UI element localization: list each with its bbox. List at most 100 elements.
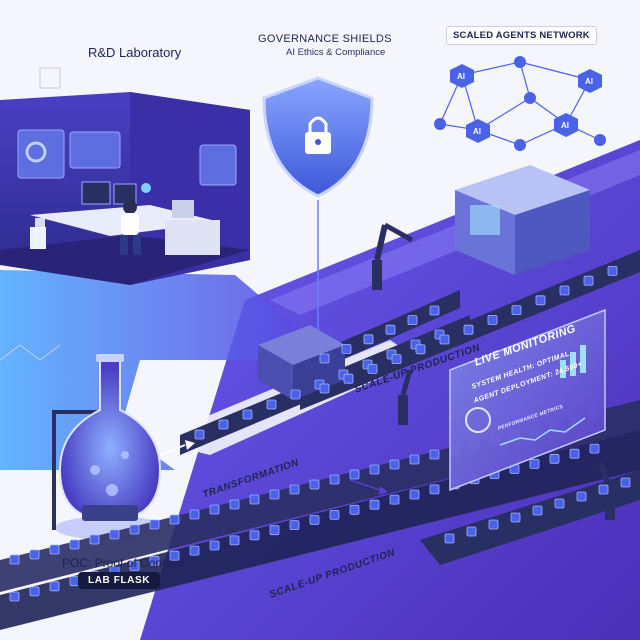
- product-cube: [319, 383, 330, 394]
- product-cube: [349, 504, 360, 515]
- product-cube: [269, 525, 280, 536]
- product-cube: [249, 494, 260, 505]
- product-cube: [218, 419, 229, 430]
- lab-flask: [52, 354, 165, 540]
- product-cube: [329, 509, 340, 520]
- product-cube: [290, 389, 301, 400]
- product-cube: [229, 535, 240, 546]
- product-cube: [343, 373, 354, 384]
- product-cube: [569, 448, 580, 459]
- product-cube: [109, 529, 120, 540]
- product-cube: [466, 526, 477, 537]
- product-cube: [620, 477, 631, 488]
- product-cube: [367, 363, 378, 374]
- product-cube: [149, 555, 160, 566]
- product-cube: [389, 494, 400, 505]
- product-cube: [510, 512, 521, 523]
- network-node-label: AI: [561, 121, 569, 130]
- product-cube: [429, 305, 440, 316]
- product-cube: [209, 540, 220, 551]
- product-cube: [29, 549, 40, 560]
- product-cube: [488, 519, 499, 530]
- network-node-label: AI: [457, 72, 465, 81]
- product-cube: [169, 514, 180, 525]
- product-cube: [407, 315, 418, 326]
- product-cube: [535, 295, 546, 306]
- product-cube: [189, 545, 200, 556]
- product-cube: [598, 484, 609, 495]
- product-cube: [369, 464, 380, 475]
- factory-machine: [455, 165, 590, 275]
- product-cube: [149, 519, 160, 530]
- product-cube: [269, 489, 280, 500]
- rd-laboratory-room: [0, 92, 250, 285]
- product-cube: [129, 524, 140, 535]
- network-node-label: AI: [473, 127, 481, 136]
- product-cube: [439, 334, 450, 345]
- product-cube: [242, 409, 253, 420]
- product-cube: [576, 491, 587, 502]
- product-cube: [49, 544, 60, 555]
- agent-network: AI AI AI AI: [434, 56, 606, 151]
- product-cube: [309, 515, 320, 525]
- product-cube: [511, 305, 522, 316]
- product-cube: [209, 504, 220, 515]
- product-cube: [194, 429, 205, 440]
- product-cube: [415, 344, 426, 355]
- governance-title: GOVERNANCE SHIELDS: [258, 33, 392, 45]
- product-cube: [249, 530, 260, 541]
- product-cube: [369, 499, 380, 510]
- product-cube: [409, 489, 420, 500]
- product-cube: [266, 399, 277, 410]
- product-cube: [554, 498, 565, 509]
- product-cube: [429, 449, 440, 460]
- flow-arrows: [0, 67, 388, 495]
- product-cube: [89, 534, 100, 545]
- poc-label: POC: Proof of Concept: [62, 556, 185, 570]
- product-cube: [309, 479, 320, 490]
- network-node-label: AI: [585, 77, 593, 86]
- product-cube: [391, 354, 402, 365]
- product-cube: [559, 285, 570, 296]
- product-cube: [532, 505, 543, 516]
- product-cube: [9, 554, 20, 565]
- product-cube: [289, 484, 300, 495]
- product-cube: [129, 561, 140, 571]
- product-cube: [409, 454, 420, 465]
- product-cube: [349, 469, 360, 480]
- product-cube: [549, 453, 560, 464]
- product-cube: [583, 275, 594, 286]
- live-monitoring-panel: [449, 308, 606, 492]
- rd-lab-label: R&D Laboratory: [88, 45, 182, 60]
- product-cube: [363, 334, 374, 345]
- governance-subtitle: AI Ethics & Compliance: [286, 47, 386, 58]
- product-cube: [529, 458, 540, 469]
- product-cube: [319, 353, 330, 364]
- product-cube: [463, 324, 474, 335]
- product-cube: [69, 539, 80, 550]
- product-cube: [487, 314, 498, 325]
- product-cube: [289, 520, 300, 530]
- product-cube: [389, 459, 400, 470]
- product-cube: [444, 533, 455, 544]
- product-cube: [229, 499, 240, 510]
- product-cube: [589, 443, 600, 454]
- product-cube: [429, 484, 440, 495]
- robot-arm: [372, 222, 615, 520]
- product-cube: [341, 343, 352, 354]
- scanner-station: [258, 325, 345, 400]
- product-cube: [189, 509, 200, 520]
- governance-shield: [262, 76, 374, 330]
- network-label: SCALED AGENTS NETWORK: [446, 26, 597, 45]
- product-cube: [385, 324, 396, 335]
- product-cube: [9, 591, 20, 602]
- product-cube: [329, 474, 340, 485]
- product-cube: [29, 586, 40, 597]
- product-cube: [49, 581, 60, 592]
- lab-flask-badge: LAB FLASK: [78, 572, 161, 589]
- flow-path: [0, 270, 300, 470]
- product-cube: [169, 550, 180, 561]
- product-cube: [607, 265, 618, 276]
